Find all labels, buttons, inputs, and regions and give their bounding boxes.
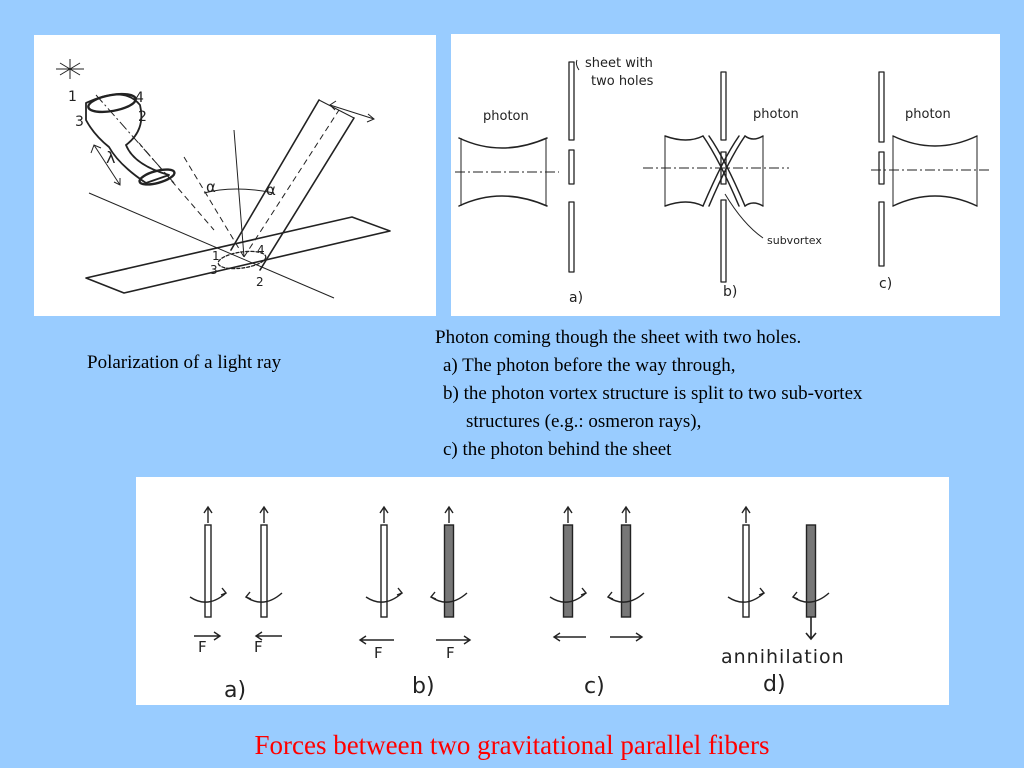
forces-panel-label-b: b) [412,674,435,699]
corner-label-3: 3 [75,114,84,130]
photon-panel-label-a: a) [569,290,583,306]
forces-panel-label-d: d) [763,672,786,697]
caption-photon-a: a) The photon before the way through, [443,355,736,376]
fiber-c-left-rotation-arrowhead [580,587,588,596]
angle-label-left: α [206,178,216,196]
caption-photon: Photon coming though the sheet with two … [435,324,1020,464]
strip-label-1: 1 [212,249,220,263]
caption-photon-title: Photon coming though the sheet with two … [435,327,802,348]
forces-diagram: F F F F annihilation a) b) c) d) [136,477,949,705]
fiber-d-right [805,524,817,618]
fiber-d-left-rotation-arrowhead [758,587,766,596]
caption-polarization: Polarization of a light ray [87,352,282,373]
annihilation-down-arrow [805,617,817,641]
fibers-layer [189,505,830,645]
force-arrow-a-right [254,631,282,641]
fiber-b-left-rotation-arrowhead [396,587,404,596]
photon-panel-label-c: c) [879,276,892,292]
annihilation-label: annihilation [721,646,845,668]
caption-photon-c: c) the photon behind the sheet [443,439,672,460]
corner-label-1: 1 [68,89,77,105]
fiber-d-left-rotation-arrow [727,592,765,603]
corner-label-4: 4 [135,90,144,106]
fiber-d-left-up-arrow [741,505,751,523]
fiber-c-left [562,524,574,618]
force-arrow-a-left [194,631,222,641]
fiber-c-right-up-arrow [621,505,631,523]
fiber-a-left-up-arrow [203,505,213,523]
fiber-a-right [260,524,268,618]
strip-label-2: 2 [256,275,264,289]
force-arrow-c-left [552,632,586,642]
corner-label-2: 2 [138,109,147,125]
angle-label-right: α [266,181,276,199]
force-label-b-left: F [374,644,383,662]
fiber-d-left [742,524,750,618]
fiber-a-left-rotation-arrow [189,592,227,603]
caption-photon-b1: b) the photon vortex structure is split … [443,383,863,404]
forces-panel-label-c: c) [584,674,605,699]
length-label: λ [106,148,115,167]
force-label-a-right: F [254,638,263,656]
fiber-b-left-up-arrow [379,505,389,523]
force-arrow-b-right [436,635,472,645]
fiber-a-left [204,524,212,618]
sheet-label: sheet with two holes [585,56,657,89]
caption-photon-b2: structures (e.g.: osmeron rays), [466,411,702,432]
fiber-b-right [443,524,455,618]
fiber-b-left [380,524,388,618]
force-arrow-b-left [358,635,394,645]
polarization-diagram: 1 2 3 4 1 2 3 4 λ α α [34,35,436,316]
photon-label-a: photon [483,109,529,124]
fiber-b-right-rotation-arrowhead [429,591,437,600]
fiber-a-right-rotation-arrowhead [244,591,252,600]
fiber-b-right-up-arrow [444,505,454,523]
fiber-d-right-rotation-arrowhead [791,591,799,600]
fiber-c-right [620,524,632,618]
fiber-a-right-up-arrow [259,505,269,523]
fiber-c-right-rotation-arrowhead [606,591,614,600]
photon-label-c: photon [905,107,951,122]
fiber-c-left-up-arrow [563,505,573,523]
strip-label-4: 4 [257,243,265,257]
photon-label-b: photon [753,107,799,122]
forces-panel-label-a: a) [224,678,246,703]
strip-label-3: 3 [210,263,218,277]
force-label-b-right: F [446,644,455,662]
photon-panel-label-b: b) [723,284,737,300]
subvortex-label: subvortex [767,234,822,247]
photon-sheet-diagram: sheet with two holes photon photon photo… [451,34,1000,316]
caption-forces: Forces between two gravitational paralle… [254,730,770,760]
force-arrow-c-right [610,632,644,642]
fiber-a-left-rotation-arrowhead [220,587,228,596]
force-label-a-left: F [198,638,207,656]
fiber-b-left-rotation-arrow [365,592,403,603]
fiber-c-left-rotation-arrow [549,592,587,603]
